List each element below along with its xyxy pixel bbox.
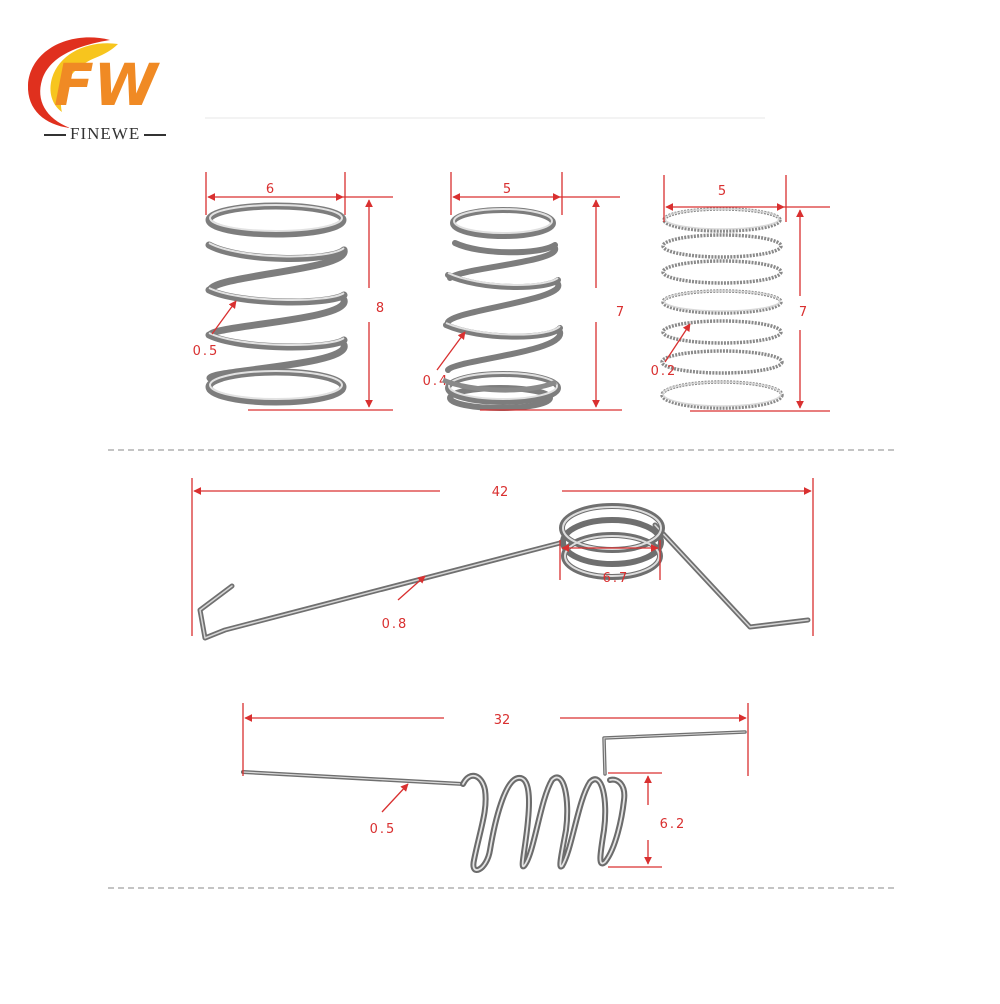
brand-name-text: FINEWE	[70, 124, 141, 143]
height-label: 8	[376, 301, 384, 316]
finewe-logo: FW	[27, 37, 161, 129]
wire-label: 0.5	[370, 822, 397, 837]
diameter-label: 5	[718, 184, 726, 199]
coil-diameter-label: 6.7	[603, 571, 630, 586]
wire-label: 0.4	[423, 374, 450, 389]
dash-right	[144, 134, 167, 136]
compression-spring-3: 5 7 0.2	[651, 175, 830, 412]
height-label: 6.2	[660, 817, 687, 832]
wire-label: 0.2	[651, 364, 678, 379]
diameter-label: 5	[503, 182, 511, 197]
logo-letters: FW	[54, 51, 161, 119]
wire-label: 0.5	[193, 344, 220, 359]
compression-spring-1: 6 8 0.5	[193, 172, 393, 411]
brand-name: FINEWE	[40, 124, 170, 144]
diameter-label: 6	[266, 182, 274, 197]
wire-label: 0.8	[382, 617, 409, 632]
length-label: 42	[492, 485, 509, 500]
compression-spring-2: 5 7 0.4	[423, 172, 624, 411]
torsion-spring-2: 32 6.2 0.5	[241, 703, 749, 874]
height-label: 7	[799, 305, 807, 320]
length-label: 32	[494, 713, 511, 728]
height-label: 7	[616, 305, 624, 320]
torsion-spring-1: 42 6.7 0.8	[191, 478, 814, 641]
dash-left	[44, 134, 66, 136]
